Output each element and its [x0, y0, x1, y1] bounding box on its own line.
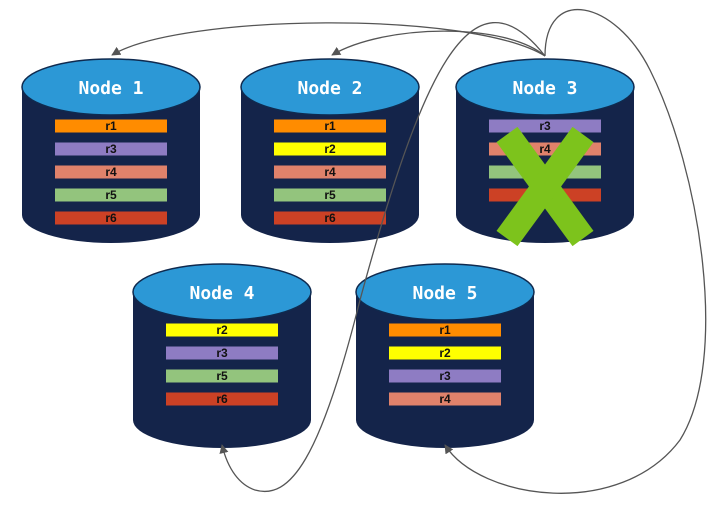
- replica-bar-r1: [274, 119, 386, 133]
- replica-label: r5: [105, 188, 117, 202]
- replica-label: r4: [324, 165, 336, 179]
- node-title: Node 4: [189, 283, 254, 304]
- replica-label: r3: [539, 119, 551, 133]
- arrow-n3-to-n1: [111, 22, 546, 57]
- nodes-layer: Node 1 r1 r3 r4 r5 r6 Node 2 r1 r2 r4 r5 r6 Node 3 r3…: [21, 58, 635, 448]
- cylinder-top: [455, 58, 635, 116]
- arrows-layer: [111, 8, 707, 494]
- replica-label: r2: [216, 323, 228, 337]
- node-title: Node 3: [512, 78, 577, 99]
- replica-label: r1: [105, 119, 117, 133]
- node-2: Node 2 r1 r2 r4 r5 r6: [240, 58, 420, 243]
- failed-node-cross-icon: [496, 126, 594, 247]
- replica-bar-r3: [166, 346, 278, 360]
- node-4: Node 4 r2 r3 r5 r6: [132, 263, 312, 448]
- replica-label: r5: [324, 188, 336, 202]
- node-3: Node 3r3r4r5r6: [455, 58, 635, 243]
- cylinder-top: [240, 58, 420, 116]
- replica-bar-r6: [166, 392, 278, 406]
- node-title: Node 1: [78, 78, 143, 99]
- cylinder-top: [355, 263, 535, 321]
- node-title: Node 5: [412, 283, 477, 304]
- replica-label: r2: [324, 142, 336, 156]
- arrow-n3-to-n5: [444, 8, 707, 494]
- replica-label: r6: [105, 211, 117, 225]
- cylinder-top: [132, 263, 312, 321]
- replica-label: r6: [216, 392, 228, 406]
- replica-bar-r6: [55, 211, 167, 225]
- replica-label: r5: [216, 369, 228, 383]
- node-1: Node 1 r1 r3 r4 r5 r6: [21, 58, 201, 243]
- replica-label: r3: [439, 369, 451, 383]
- replica-bar-r3: [55, 142, 167, 156]
- replica-label: r3: [216, 346, 228, 360]
- replica-bar-r3: [389, 369, 501, 383]
- replica-bar-r4: [389, 392, 501, 406]
- replica-bar-r4: [55, 165, 167, 179]
- replica-bar-r5: [166, 369, 278, 383]
- arrow-n3-to-n4: [219, 22, 546, 492]
- replica-label: r1: [439, 323, 451, 337]
- replica-bar-r6: [274, 211, 386, 225]
- node-5: Node 5 r1 r2 r3 r4: [355, 263, 535, 448]
- cylinder-top: [21, 58, 201, 116]
- replica-bar-r2: [166, 323, 278, 337]
- replica-label: r4: [439, 392, 451, 406]
- failure-layer: [496, 126, 594, 247]
- replica-label: r2: [439, 346, 451, 360]
- replica-label: r4: [539, 142, 551, 156]
- replica-label: r6: [324, 211, 336, 225]
- replica-bar-r1: [389, 323, 501, 337]
- node-title: Node 2: [297, 78, 362, 99]
- replica-bar-r1: [55, 119, 167, 133]
- replica-bar-r4: [274, 165, 386, 179]
- replica-label: r3: [105, 142, 117, 156]
- replica-bar-r5: [55, 188, 167, 202]
- replica-bar-r2: [389, 346, 501, 360]
- replica-bar-r2: [274, 142, 386, 156]
- arrow-n3-to-n2: [331, 30, 546, 57]
- replica-label: r1: [324, 119, 336, 133]
- replica-label: r4: [105, 165, 117, 179]
- replica-bar-r5: [274, 188, 386, 202]
